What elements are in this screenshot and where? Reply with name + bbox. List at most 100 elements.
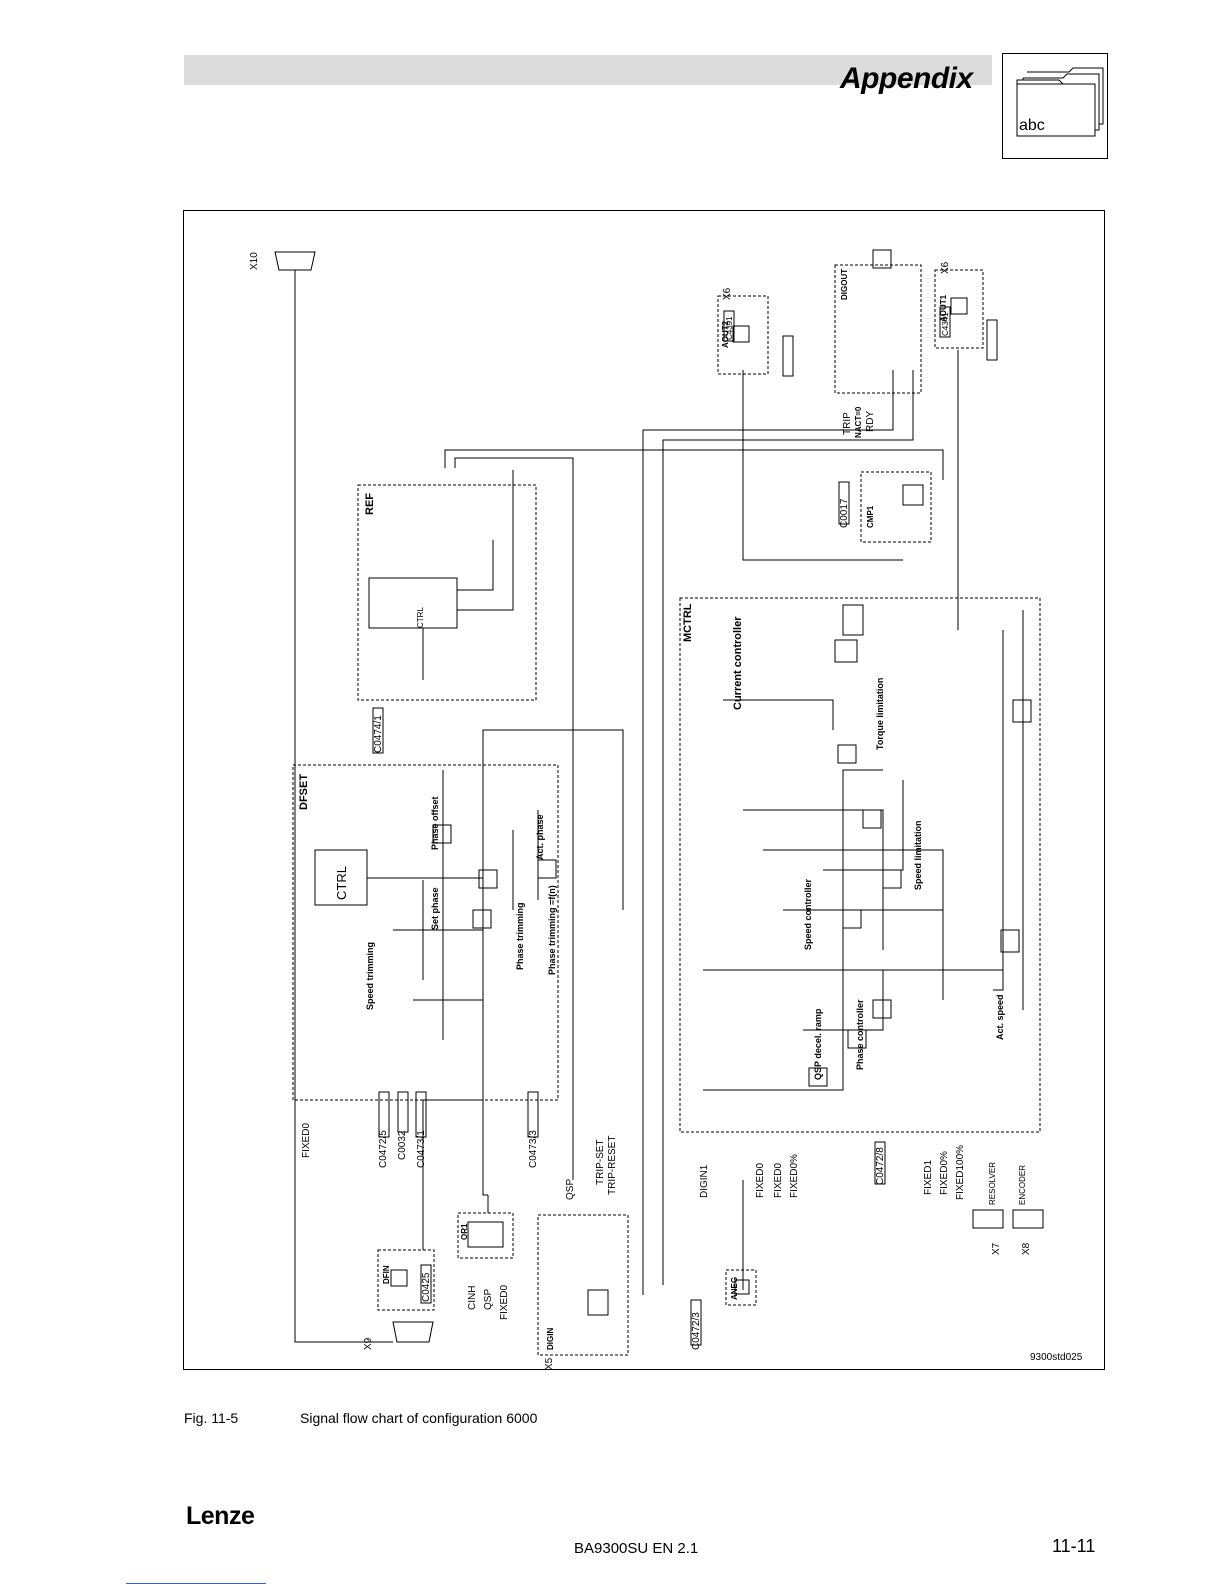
code-c4341: C4341 [941, 312, 950, 336]
or1-core [467, 1221, 504, 1248]
chapter-tab-box [1002, 53, 1108, 159]
code-c0474-1: C0474/1 [373, 715, 384, 753]
ramp-box [808, 1067, 828, 1087]
aout1-mult [950, 297, 968, 315]
aneg-block [725, 1269, 757, 1306]
trip-label: TRIP [842, 412, 853, 435]
code-c0473-3: C0473/3 [528, 1130, 539, 1168]
cmp1-block [860, 471, 932, 543]
ref-block [357, 484, 537, 701]
or1-title: OR1 [460, 1223, 469, 1240]
digout-block [834, 264, 922, 394]
fixed1-label: FIXED1 [923, 1160, 934, 1195]
qsp-out-label: QSP [565, 1179, 576, 1200]
current-controller-label: Current controller [732, 616, 744, 710]
digin-block [537, 1214, 629, 1356]
trip-set-label: TRIP-SET [595, 1139, 606, 1185]
dfset-title: DFSET [298, 774, 310, 810]
code-c0472-3: C0472/3 [691, 1312, 702, 1350]
limiter-box-4 [842, 909, 862, 929]
x10-connector [274, 251, 316, 271]
qsp-decel-label: QSP decel. ramp [813, 1008, 823, 1080]
speed-controller-label: Speed controller [803, 878, 813, 950]
speed-trimming-label: Speed trimming [365, 942, 375, 1010]
dfin-title: DFIN [382, 1265, 391, 1284]
x10-label: X10 [249, 252, 260, 270]
aout1-block [934, 269, 984, 349]
figure-caption: Signal flow chart of configuration 6000 [300, 1410, 538, 1426]
act-phase-label: Act. phase [535, 814, 545, 860]
aout2-mult [732, 325, 750, 343]
folder-icon [1016, 67, 1104, 137]
limiter-box-3 [882, 869, 902, 889]
res-box [1012, 699, 1032, 723]
code-c4391: C4391 [725, 316, 734, 340]
limiter-box-6 [847, 1029, 867, 1049]
act-speed-label: Act. speed [995, 994, 1005, 1040]
fixed0-label-b: FIXED0 [773, 1163, 784, 1198]
aneg-core [734, 1279, 750, 1295]
dfin-block [377, 1249, 435, 1311]
cinh-label: CINH [467, 1286, 478, 1310]
x5-label: X5 [544, 1357, 555, 1370]
phase-box-3 [472, 909, 492, 929]
code-c0032: C0032 [397, 1130, 408, 1160]
fixed0pct-label-b: FIXED0% [939, 1151, 950, 1195]
fixed0-label-a: FIXED0 [755, 1163, 766, 1198]
cmp1-title: CMP1 [866, 505, 875, 528]
phase-offset-label: Phase offset [430, 796, 440, 850]
digin-core [587, 1289, 609, 1316]
digin-title: DIGIN [546, 1328, 555, 1350]
chapter-tab-label: abc [1019, 117, 1045, 134]
limiter-box-1 [837, 744, 857, 764]
mctrl-title: MCTRL [682, 603, 694, 642]
limiter-box-2 [862, 809, 882, 829]
phase-trimming-label: Phase trimming [515, 902, 525, 970]
mctrl-block [679, 597, 1041, 1133]
x9-connector [392, 1321, 434, 1343]
phase-box-1 [478, 869, 498, 889]
document-id: BA9300SU EN 2.1 [574, 1540, 699, 1557]
x7-label: X7 [991, 1242, 1002, 1255]
phase-controller-label: Phase controller [855, 999, 865, 1070]
cmp1-core [902, 484, 924, 506]
ref-ctrl-label: CTRL [416, 607, 425, 628]
code-c0472-5: C0472/5 [378, 1130, 389, 1168]
dfset-ctrl-label: CTRL [334, 866, 349, 900]
resolver-label: RESOLVER [988, 1162, 997, 1205]
aneg-title: ANEG [730, 1277, 739, 1300]
ref-ctrl-box [368, 577, 458, 629]
digout-core [872, 249, 892, 269]
fixed0pct-label: FIXED0% [789, 1154, 800, 1198]
diagram-frame [183, 210, 1105, 1370]
torque-limitation-label: Torque limitation [875, 678, 885, 750]
aout1-title: AOUT1 [939, 294, 948, 322]
trip-reset-label: TRIP-RESET [607, 1136, 618, 1195]
code-c0473-1: C0473/1 [416, 1130, 427, 1168]
ctrl-pwm-box [834, 639, 858, 663]
ref-title: REF [364, 493, 376, 515]
code-c0017: C0017 [839, 498, 850, 528]
x7-connector [972, 1209, 1004, 1229]
aout2-title: AOUT2 [721, 320, 730, 348]
limiter-box-5 [872, 999, 892, 1019]
x8-label: X8 [1021, 1242, 1032, 1255]
code-c0472-8: C0472/8 [875, 1147, 886, 1185]
phase-trimming-fn-label: Phase trimming =f(n) [547, 885, 557, 975]
phase-box-4 [432, 824, 452, 844]
dfin-mult [390, 1269, 408, 1287]
nact0-label: NACT=0 [854, 406, 863, 438]
phase-box-2 [537, 859, 557, 879]
sin-box [842, 604, 864, 636]
header-bar [184, 55, 992, 85]
fixed0-or-label: FIXED0 [499, 1285, 510, 1320]
enc-box [1000, 929, 1020, 953]
diagram-code: 9300std025 [1030, 1352, 1083, 1363]
digin1-label: DIGIN1 [699, 1164, 710, 1198]
qsp-in-label: QSP [483, 1289, 494, 1310]
page-number: 11-11 [1052, 1536, 1096, 1556]
signal-flow-diagram: X10 X9 X7 X8 X5 X6 X6 RESOLVER ENCODER D… [249, 249, 1044, 1370]
speed-limitation-label: Speed limitation [913, 820, 923, 890]
fixed100pct-label: FIXED100% [955, 1145, 966, 1200]
fixed0-dfset-label: FIXED0 [301, 1123, 312, 1158]
